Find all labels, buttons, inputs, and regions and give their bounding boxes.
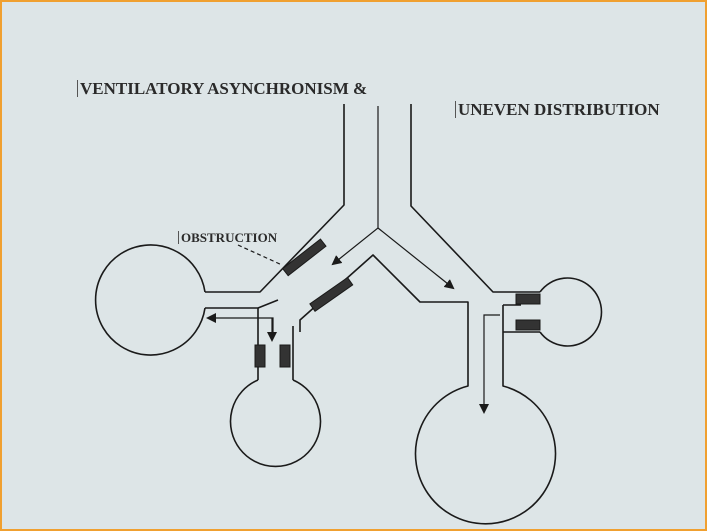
obstruction-label: OBSTRUCTION	[178, 231, 277, 244]
obstruction-block-right-a	[516, 294, 540, 304]
obstruction-block-left-small-b	[280, 345, 290, 367]
left-large-alveolus	[96, 245, 205, 355]
left-small-alveolus	[231, 380, 321, 466]
title-left-label: VENTILATORY ASYNCHRONISM &	[77, 80, 367, 97]
airflow-arrow-left-large	[208, 318, 273, 336]
left-bronchus-outer-wall	[205, 104, 344, 292]
obstruction-leader-line	[238, 245, 282, 265]
obstruction-block-left-small-a	[255, 345, 265, 367]
airflow-arrow-right-large	[484, 315, 500, 412]
obstruction-block-carina	[310, 278, 353, 312]
obstruction-block-right-b	[516, 320, 540, 330]
left-lower-branch-walls	[258, 308, 293, 348]
airflow-arrow-right-main	[378, 228, 453, 288]
right-small-alveolus	[540, 278, 601, 346]
title-right-label: UNEVEN DISTRIBUTION	[455, 101, 660, 118]
airflow-arrow-trachea-left	[333, 106, 378, 264]
right-bronchus-outer-wall	[411, 104, 521, 292]
obstruction-block-left-upper	[283, 239, 326, 276]
left-upper-branch-lower-wall	[205, 300, 278, 308]
right-large-alveolus	[415, 330, 555, 524]
